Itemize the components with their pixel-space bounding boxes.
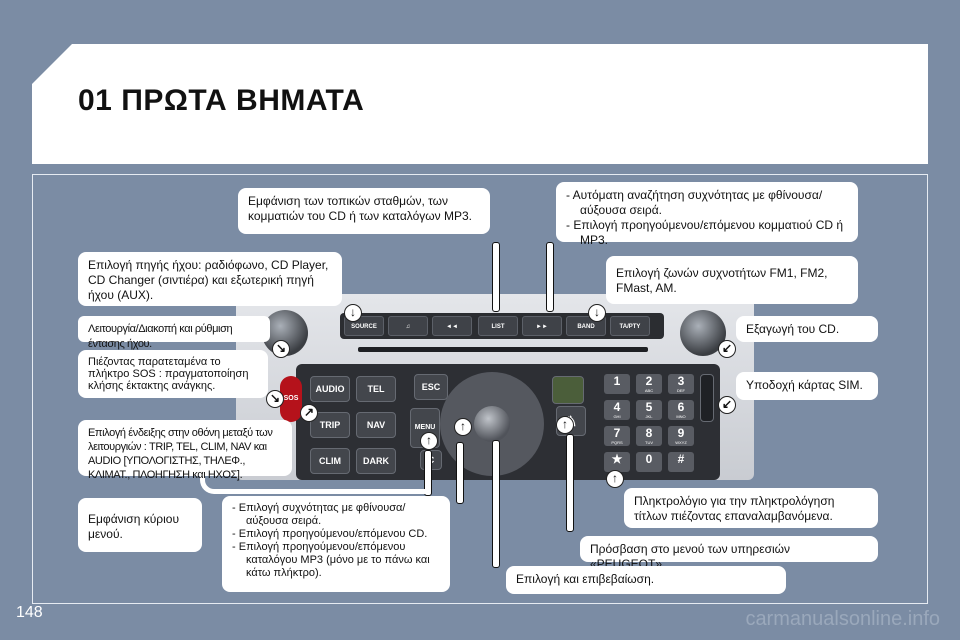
- page-number: 148: [16, 604, 43, 621]
- freq-item-1: Επιλογή συχνότητας με φθίνουσα/ αύξουσα …: [232, 502, 440, 528]
- top-button-3[interactable]: LIST: [478, 316, 518, 336]
- freq-item-2: Επιλογή προηγούμενου/επόμενου CD.: [232, 528, 440, 541]
- keypad-digit: 4: [613, 400, 621, 414]
- keypad-digit: 3: [677, 374, 685, 388]
- function-key-audio[interactable]: AUDIO: [310, 376, 350, 402]
- band-arrow-icon: ↓: [588, 304, 606, 322]
- keypad-digit: #: [677, 452, 685, 466]
- next-pointer: [546, 242, 554, 312]
- keypad-digit: ★: [611, 452, 623, 466]
- callout-eject: Εξαγωγή του CD.: [736, 316, 878, 342]
- keypad-letters: ABC: [644, 388, 654, 393]
- keypad-key[interactable]: 0: [636, 452, 662, 472]
- top-button-1[interactable]: ♫: [388, 316, 428, 336]
- keypad-digit: 0: [645, 452, 653, 466]
- keypad-key[interactable]: #: [668, 452, 694, 472]
- sos-button[interactable]: SOS: [280, 376, 302, 422]
- callout-screen-select: Επιλογή ένδειξης στην οθόνη μεταξύ των λ…: [78, 420, 292, 481]
- callout-sim: Υποδοχή κάρτας SIM.: [736, 372, 878, 400]
- back-phone-icon[interactable]: [552, 376, 584, 404]
- function-key-tel[interactable]: TEL: [356, 376, 396, 402]
- content-frame: [32, 174, 928, 604]
- callout-band-select: Επιλογή ζωνών συχνοτήτων FM1, FM2, FMast…: [606, 256, 858, 304]
- keypad-digit: 5: [645, 400, 653, 414]
- peugeot-arrow-icon: ↑: [556, 416, 574, 434]
- keypad-letters: DEF: [677, 388, 685, 393]
- auto-search-item-1: Αυτόματη αναζήτηση συχνότητας με φθίνουσ…: [566, 188, 848, 218]
- callout-sos: Πιέζοντας παρατεταμένα το πλήκτρο SOS : …: [78, 350, 268, 398]
- freq-item-3: Επιλογή προηγούμενου/επόμενου καταλόγου …: [232, 541, 440, 580]
- sim-arrow-icon: ↙: [718, 396, 736, 414]
- keypad-letters: WXYZ: [675, 440, 687, 445]
- top-button-2[interactable]: ◄◄: [432, 316, 472, 336]
- select-knob[interactable]: [474, 406, 510, 442]
- callout-source-select: Επιλογή πηγής ήχου: ραδιόφωνο, CD Player…: [78, 252, 342, 306]
- esc-button[interactable]: ESC: [414, 374, 448, 400]
- keypad-letters: GHI: [613, 414, 621, 419]
- peugeot-pointer: [566, 434, 574, 532]
- top-button-6[interactable]: TA/PTY: [610, 316, 650, 336]
- select-pointer: [492, 440, 500, 568]
- auto-search-item-2: Επιλογή προηγούμενου/επόμενου κομματιού …: [566, 218, 848, 248]
- callout-main-menu: Εμφάνιση κύριου μενού.: [78, 498, 202, 552]
- source-arrow-icon: ↓: [344, 304, 362, 322]
- keypad-letters: TUV: [645, 440, 653, 445]
- keypad-digit: 8: [645, 426, 653, 440]
- callout-auto-search: Αυτόματη αναζήτηση συχνότητας με φθίνουσ…: [556, 182, 858, 247]
- volume-arrow-icon: ↘: [272, 340, 290, 358]
- keypad-letters: JKL: [645, 414, 653, 419]
- eject-arrow-icon: ↙: [718, 340, 736, 358]
- keypad-digit: 1: [613, 374, 621, 388]
- function-key-clim[interactable]: CLIM: [310, 448, 350, 474]
- callout-keypad: Πληκτρολόγιο για την πληκτρολόγηση τίτλω…: [624, 488, 878, 528]
- function-key-nav[interactable]: NAV: [356, 412, 396, 438]
- top-button-4[interactable]: ►►: [522, 316, 562, 336]
- callout-freq-select: Επιλογή συχνότητας με φθίνουσα/ αύξουσα …: [222, 496, 450, 592]
- keypad-digit: 7: [613, 426, 621, 440]
- list-pointer: [492, 242, 500, 312]
- keypad-digit: 9: [677, 426, 685, 440]
- function-key-dark[interactable]: DARK: [356, 448, 396, 474]
- nav-arrow-icon: ↑: [454, 418, 472, 436]
- callout-local-stations: Εμφάνιση των τοπικών σταθμών, των κομματ…: [238, 188, 490, 234]
- page-title: 01 ΠΡΩΤΑ ΒΗΜΑΤΑ: [78, 84, 365, 117]
- callout-select-confirm: Επιλογή και επιβεβαίωση.: [506, 566, 786, 594]
- keypad-digit: 6: [677, 400, 685, 414]
- keypad-key[interactable]: 1: [604, 374, 630, 394]
- menu-arrow-icon: ↑: [420, 432, 438, 450]
- keypad-key[interactable]: ★: [604, 452, 630, 472]
- nav-pointer: [456, 442, 464, 504]
- watermark: carmanualsonline.info: [745, 608, 940, 630]
- keypad-letters: MNO: [676, 414, 686, 419]
- callout-volume: Λειτουργία/Διακοπή και ρύθμιση έντασης ή…: [78, 316, 270, 350]
- sim-slot[interactable]: [700, 374, 714, 422]
- header-panel: [32, 44, 928, 164]
- callout-peugeot-menu: Πρόσβαση στο μενού των υπηρεσιών «PEUGEO…: [580, 536, 878, 571]
- keypad-arrow-icon: ↑: [606, 470, 624, 488]
- keypad-letters: PQRS: [611, 440, 623, 445]
- sos-arrow-icon: ↘: [266, 390, 284, 408]
- cd-slot: [358, 347, 648, 352]
- screen-arrow-icon: ↗: [300, 404, 318, 422]
- keypad-digit: 2: [645, 374, 653, 388]
